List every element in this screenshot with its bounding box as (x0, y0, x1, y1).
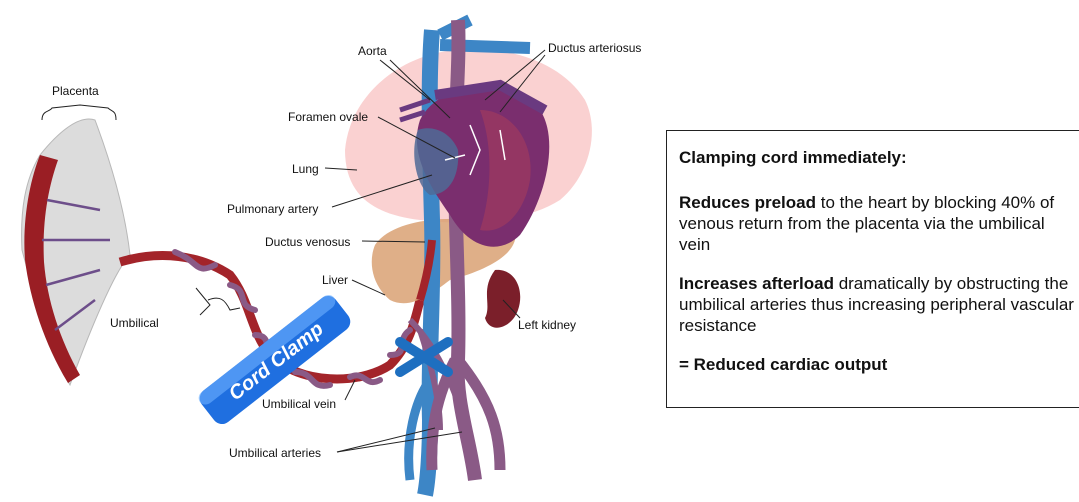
label-umbilical: Umbilical (110, 288, 240, 330)
label-liver-text: Liver (322, 273, 348, 287)
label-placenta: Placenta (42, 84, 116, 120)
info-result: = Reduced cardiac output (679, 354, 1075, 375)
label-umbilical-arteries-text: Umbilical arteries (229, 446, 321, 460)
info-box: Clamping cord immediately: Reduces prelo… (666, 130, 1079, 408)
label-ductus-arteriosus-text: Ductus arteriosus (548, 41, 641, 55)
label-umbilical-vein: Umbilical vein (262, 380, 355, 411)
label-lung-text: Lung (292, 162, 319, 176)
info-heading: Clamping cord immediately: (679, 147, 1075, 168)
label-umbilical-vein-text: Umbilical vein (262, 397, 336, 411)
kidney-shape (485, 270, 520, 328)
label-foramen-ovale-text: Foramen ovale (288, 110, 368, 124)
info-afterload-paragraph: Increases afterload dramatically by obst… (679, 273, 1075, 336)
info-preload-bold: Reduces preload (679, 193, 816, 212)
cord-clamp-label: Cord Clamp (225, 318, 328, 405)
label-placenta-text: Placenta (52, 84, 99, 98)
placenta-shape (22, 119, 130, 385)
label-ductus-venosus-text: Ductus venosus (265, 235, 350, 249)
label-aorta-text: Aorta (358, 44, 387, 58)
label-umbilical-text: Umbilical (110, 316, 159, 330)
info-afterload-bold: Increases afterload (679, 274, 834, 293)
info-preload-paragraph: Reduces preload to the heart by blocking… (679, 192, 1075, 255)
label-left-kidney-text: Left kidney (518, 318, 576, 332)
label-pulmonary-artery-text: Pulmonary artery (227, 202, 318, 216)
